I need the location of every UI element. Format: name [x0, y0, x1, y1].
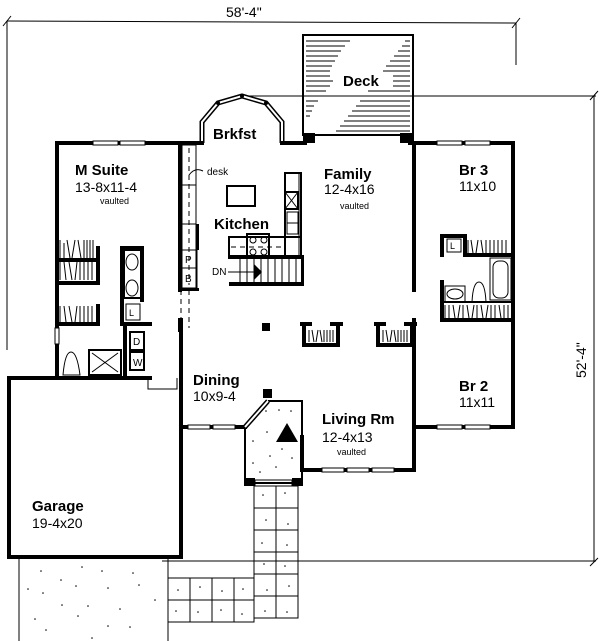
room-size-garage: 19-4x20	[32, 515, 83, 531]
window	[119, 140, 146, 146]
room-note-family: vaulted	[340, 201, 369, 211]
stairs	[228, 255, 304, 286]
room-label-living: Living Rm	[322, 411, 395, 428]
linen-closet-hall	[446, 238, 462, 253]
window	[212, 424, 236, 430]
entry-foyer	[243, 399, 303, 487]
toilet	[471, 281, 487, 303]
room-label-kitchen: Kitchen	[214, 216, 269, 233]
br2-closet	[444, 304, 509, 319]
column	[262, 323, 270, 331]
room-size-m-suite: 13-8x11-4	[75, 179, 137, 195]
pantry-label: P	[185, 255, 192, 266]
dryer	[129, 331, 145, 351]
window	[371, 467, 395, 473]
coat-closet	[300, 322, 343, 347]
entry-marker-icon	[276, 423, 298, 442]
stairs-down-label: DN	[212, 267, 226, 278]
room-note-living: vaulted	[337, 447, 366, 457]
room-size-living: 12-4x13	[322, 429, 373, 445]
depth-dimension-line	[162, 90, 599, 567]
br3-closet	[467, 239, 507, 254]
breakfast-bay-window	[199, 93, 285, 143]
window	[54, 327, 60, 345]
m-suite-closets	[55, 239, 100, 326]
desk-label: desk	[207, 167, 229, 178]
room-label-m-suite: M Suite	[75, 162, 128, 179]
room-note-m-suite: vaulted	[100, 196, 129, 206]
room-size-br2: 11x11	[459, 394, 495, 410]
kitchen-island	[226, 185, 256, 207]
window	[346, 467, 370, 473]
dryer-label: D	[133, 337, 140, 348]
bathtub	[489, 257, 512, 301]
room-label-dining: Dining	[193, 372, 240, 389]
window	[464, 424, 491, 430]
toilet	[62, 351, 81, 376]
shower	[88, 349, 122, 376]
width-dimension-label: 58'-4"	[226, 4, 262, 20]
window	[321, 467, 345, 473]
room-label-garage: Garage	[32, 498, 84, 515]
linen-bath-label: L	[450, 241, 455, 251]
column	[263, 389, 272, 398]
sink	[446, 288, 464, 300]
walkway	[167, 485, 299, 623]
room-label-br3: Br 3	[459, 162, 488, 179]
broom-label: B	[185, 274, 192, 285]
room-label-brkfst: Brkfst	[213, 126, 256, 143]
coat-closet	[374, 322, 417, 347]
washer-label: W	[133, 358, 143, 369]
linen-closet	[125, 303, 141, 321]
window	[436, 140, 463, 146]
washer	[129, 351, 145, 371]
room-size-dining: 10x9-4	[193, 388, 236, 404]
desk-counter	[180, 144, 199, 328]
window	[92, 140, 119, 146]
driveway	[18, 557, 169, 641]
window	[187, 424, 211, 430]
room-label-family: Family	[324, 166, 372, 183]
room-label-br2: Br 2	[459, 378, 488, 395]
depth-dimension-label: 52'-4"	[573, 342, 589, 378]
m-suite-vanity	[123, 249, 142, 299]
window	[436, 424, 463, 430]
room-label-deck: Deck	[343, 73, 380, 90]
linen-label: L	[129, 308, 134, 318]
deck	[302, 34, 414, 143]
room-size-family: 12-4x16	[324, 181, 375, 197]
room-size-br3: 11x10	[459, 178, 496, 194]
vanity	[444, 285, 466, 303]
exterior-walls	[7, 141, 515, 559]
width-dimension-line	[2, 15, 521, 350]
garage-step	[147, 378, 178, 390]
window	[464, 140, 491, 146]
